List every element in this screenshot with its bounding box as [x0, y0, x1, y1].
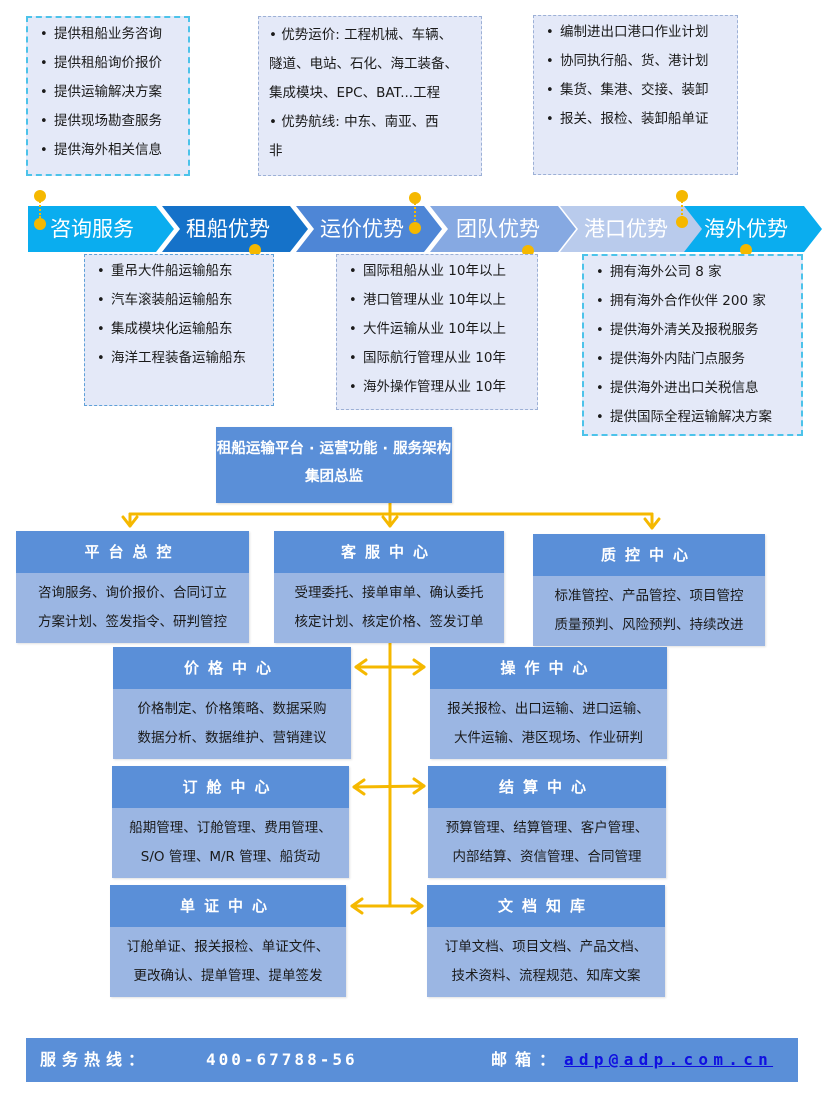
list-item: 提供国际全程运输解决方案	[596, 403, 791, 432]
chevron-freight: 运价优势	[296, 206, 442, 252]
group-director-box: 租船运输平台 · 运营功能 · 服务架构 集团总监	[216, 427, 452, 503]
list-item: 海洋工程装备运输船东	[97, 344, 256, 373]
center-title: 质控中心	[533, 534, 765, 576]
center-duty: 大件运输、港区现场、作业研判	[454, 730, 643, 746]
org-center-knowledge: 文档知库 订单文档、项目文档、产品文档、 技术资料、流程规范、知库文案	[427, 885, 665, 997]
org-center-settlement: 结算中心 预算管理、结算管理、客户管理、 内部结算、资信管理、合同管理	[428, 766, 666, 878]
email-link[interactable]: adp@adp.com.cn	[564, 1050, 774, 1069]
list-item: 港口管理从业 10年以上	[349, 286, 527, 315]
info-line: 集成模块、EPC、BAT...工程	[269, 85, 441, 101]
info-line: 隧道、电站、石化、海工装备、	[269, 56, 458, 72]
chevron-label: 运价优势	[320, 217, 404, 241]
list-item: 提供海外相关信息	[40, 136, 178, 165]
chevron-team: 团队优势	[430, 206, 576, 252]
center-title: 平台总控	[16, 531, 249, 573]
center-title: 结算中心	[428, 766, 666, 808]
org-top-subtitle: 集团总监	[305, 469, 363, 485]
center-title: 价格中心	[113, 647, 351, 689]
chevron-label: 租船优势	[186, 217, 270, 241]
list-item: 提供运输解决方案	[40, 78, 178, 107]
charter-info-box: 重吊大件船运输船东 汽车滚装船运输船东 集成模块化运输船东 海洋工程装备运输船东	[84, 254, 274, 406]
chevron-label: 港口优势	[584, 217, 668, 241]
center-duty: S/O 管理、M/R 管理、船货动	[140, 849, 321, 865]
center-duty: 价格制定、价格策略、数据采购	[137, 701, 327, 717]
center-duty: 质量预判、风险预判、持续改进	[554, 617, 744, 633]
org-center-quality: 质控中心 标准管控、产品管控、项目管控 质量预判、风险预判、持续改进	[533, 534, 765, 646]
list-item: 提供海外内陆门点服务	[596, 345, 791, 374]
list-item: 国际航行管理从业 10年	[349, 344, 527, 373]
center-title: 文档知库	[427, 885, 665, 927]
info-line: • 优势航线: 中东、南亚、西	[269, 114, 439, 130]
consult-info-box: 提供租船业务咨询 提供租船询价报价 提供运输解决方案 提供现场勘查服务 提供海外…	[26, 16, 190, 176]
team-info-box: 国际租船从业 10年以上 港口管理从业 10年以上 大件运输从业 10年以上 国…	[336, 254, 538, 410]
email-label: 邮箱：	[491, 1050, 564, 1069]
org-center-documents: 单证中心 订舱单证、报关报检、单证文件、 更改确认、提单管理、提单签发	[110, 885, 346, 997]
list-item: 国际租船从业 10年以上	[349, 257, 527, 286]
chevron-consult: 咨询服务	[28, 206, 174, 252]
hotline-label: 服务热线：	[40, 1050, 151, 1069]
list-item: 大件运输从业 10年以上	[349, 315, 527, 344]
center-duty: 方案计划、签发指令、研判管控	[38, 614, 227, 630]
hotline-number: 400-67788-56	[206, 1050, 358, 1069]
org-top-title: 租船运输平台 · 运营功能 · 服务架构	[216, 441, 452, 457]
org-center-operation: 操作中心 报关报检、出口运输、进口运输、 大件运输、港区现场、作业研判	[430, 647, 667, 759]
list-item: 提供海外清关及报税服务	[596, 316, 791, 345]
list-item: 拥有海外合作伙伴 200 家	[596, 287, 791, 316]
org-center-platform: 平台总控 咨询服务、询价报价、合同订立 方案计划、签发指令、研判管控	[16, 531, 249, 643]
list-item: 集成模块化运输船东	[97, 315, 263, 344]
center-duty: 受理委托、接单审单、确认委托	[294, 585, 484, 601]
center-duty: 标准管控、产品管控、项目管控	[554, 588, 744, 604]
list-item: 汽车滚装船运输船东	[97, 286, 263, 315]
chevron-label: 咨询服务	[50, 217, 134, 241]
list-item: 海外操作管理从业 10年	[349, 373, 527, 402]
list-item: 报关、报检、装卸船单证	[546, 105, 727, 134]
center-title: 客服中心	[274, 531, 504, 573]
chevron-charter: 租船优势	[162, 206, 308, 252]
center-duty: 船期管理、订舱管理、费用管理、	[129, 820, 332, 836]
center-duty: 内部结算、资信管理、合同管理	[452, 849, 642, 865]
port-info-box: 编制进出口港口作业计划 协同执行船、货、港计划 集货、集港、交接、装卸 报关、报…	[533, 15, 738, 175]
overseas-info-box: 拥有海外公司 8 家 拥有海外合作伙伴 200 家 提供海外清关及报税服务 提供…	[582, 254, 803, 436]
freight-info-box: • 优势运价: 工程机械、车辆、 隧道、电站、石化、海工装备、 集成模块、EPC…	[258, 16, 482, 176]
center-duty: 咨询服务、询价报价、合同订立	[38, 585, 227, 601]
center-duty: 核定计划、核定价格、签发订单	[294, 614, 484, 630]
contact-footer: 服务热线： 400-67788-56 邮箱： adp@adp.com.cn	[26, 1038, 798, 1082]
list-item: 集货、集港、交接、装卸	[546, 76, 727, 105]
list-item: 协同执行船、货、港计划	[546, 47, 727, 76]
center-duty: 预算管理、结算管理、客户管理、	[445, 820, 649, 836]
info-line: • 优势运价: 工程机械、车辆、	[269, 27, 453, 43]
center-title: 单证中心	[110, 885, 346, 927]
list-item: 重吊大件船运输船东	[97, 257, 263, 286]
center-duty: 报关报检、出口运输、进口运输、	[447, 701, 650, 717]
center-duty: 订舱单证、报关报检、单证文件、	[126, 939, 330, 955]
center-title: 操作中心	[430, 647, 667, 689]
org-center-service: 客服中心 受理委托、接单审单、确认委托 核定计划、核定价格、签发订单	[274, 531, 504, 643]
center-duty: 订单文档、项目文档、产品文档、	[444, 939, 648, 955]
center-duty: 更改确认、提单管理、提单签发	[133, 968, 323, 984]
list-item: 拥有海外公司 8 家	[596, 258, 791, 287]
list-item: 提供现场勘查服务	[40, 107, 178, 136]
chevron-overseas: 海外优势	[684, 206, 822, 252]
org-center-price: 价格中心 价格制定、价格策略、数据采购 数据分析、数据维护、营销建议	[113, 647, 351, 759]
chevron-port: 港口优势	[560, 206, 706, 252]
info-line: 非	[269, 143, 283, 159]
center-duty: 技术资料、流程规范、知库文案	[451, 968, 641, 984]
list-item: 编制进出口港口作业计划	[546, 18, 710, 47]
list-item: 提供租船业务咨询	[40, 20, 178, 49]
chevron-label: 团队优势	[456, 217, 540, 241]
chevron-label: 海外优势	[704, 217, 788, 241]
center-duty: 数据分析、数据维护、营销建议	[137, 730, 327, 746]
list-item: 提供租船询价报价	[40, 49, 178, 78]
org-center-booking: 订舱中心 船期管理、订舱管理、费用管理、 S/O 管理、M/R 管理、船货动	[112, 766, 349, 878]
center-title: 订舱中心	[112, 766, 349, 808]
list-item: 提供海外进出口关税信息	[596, 374, 791, 403]
